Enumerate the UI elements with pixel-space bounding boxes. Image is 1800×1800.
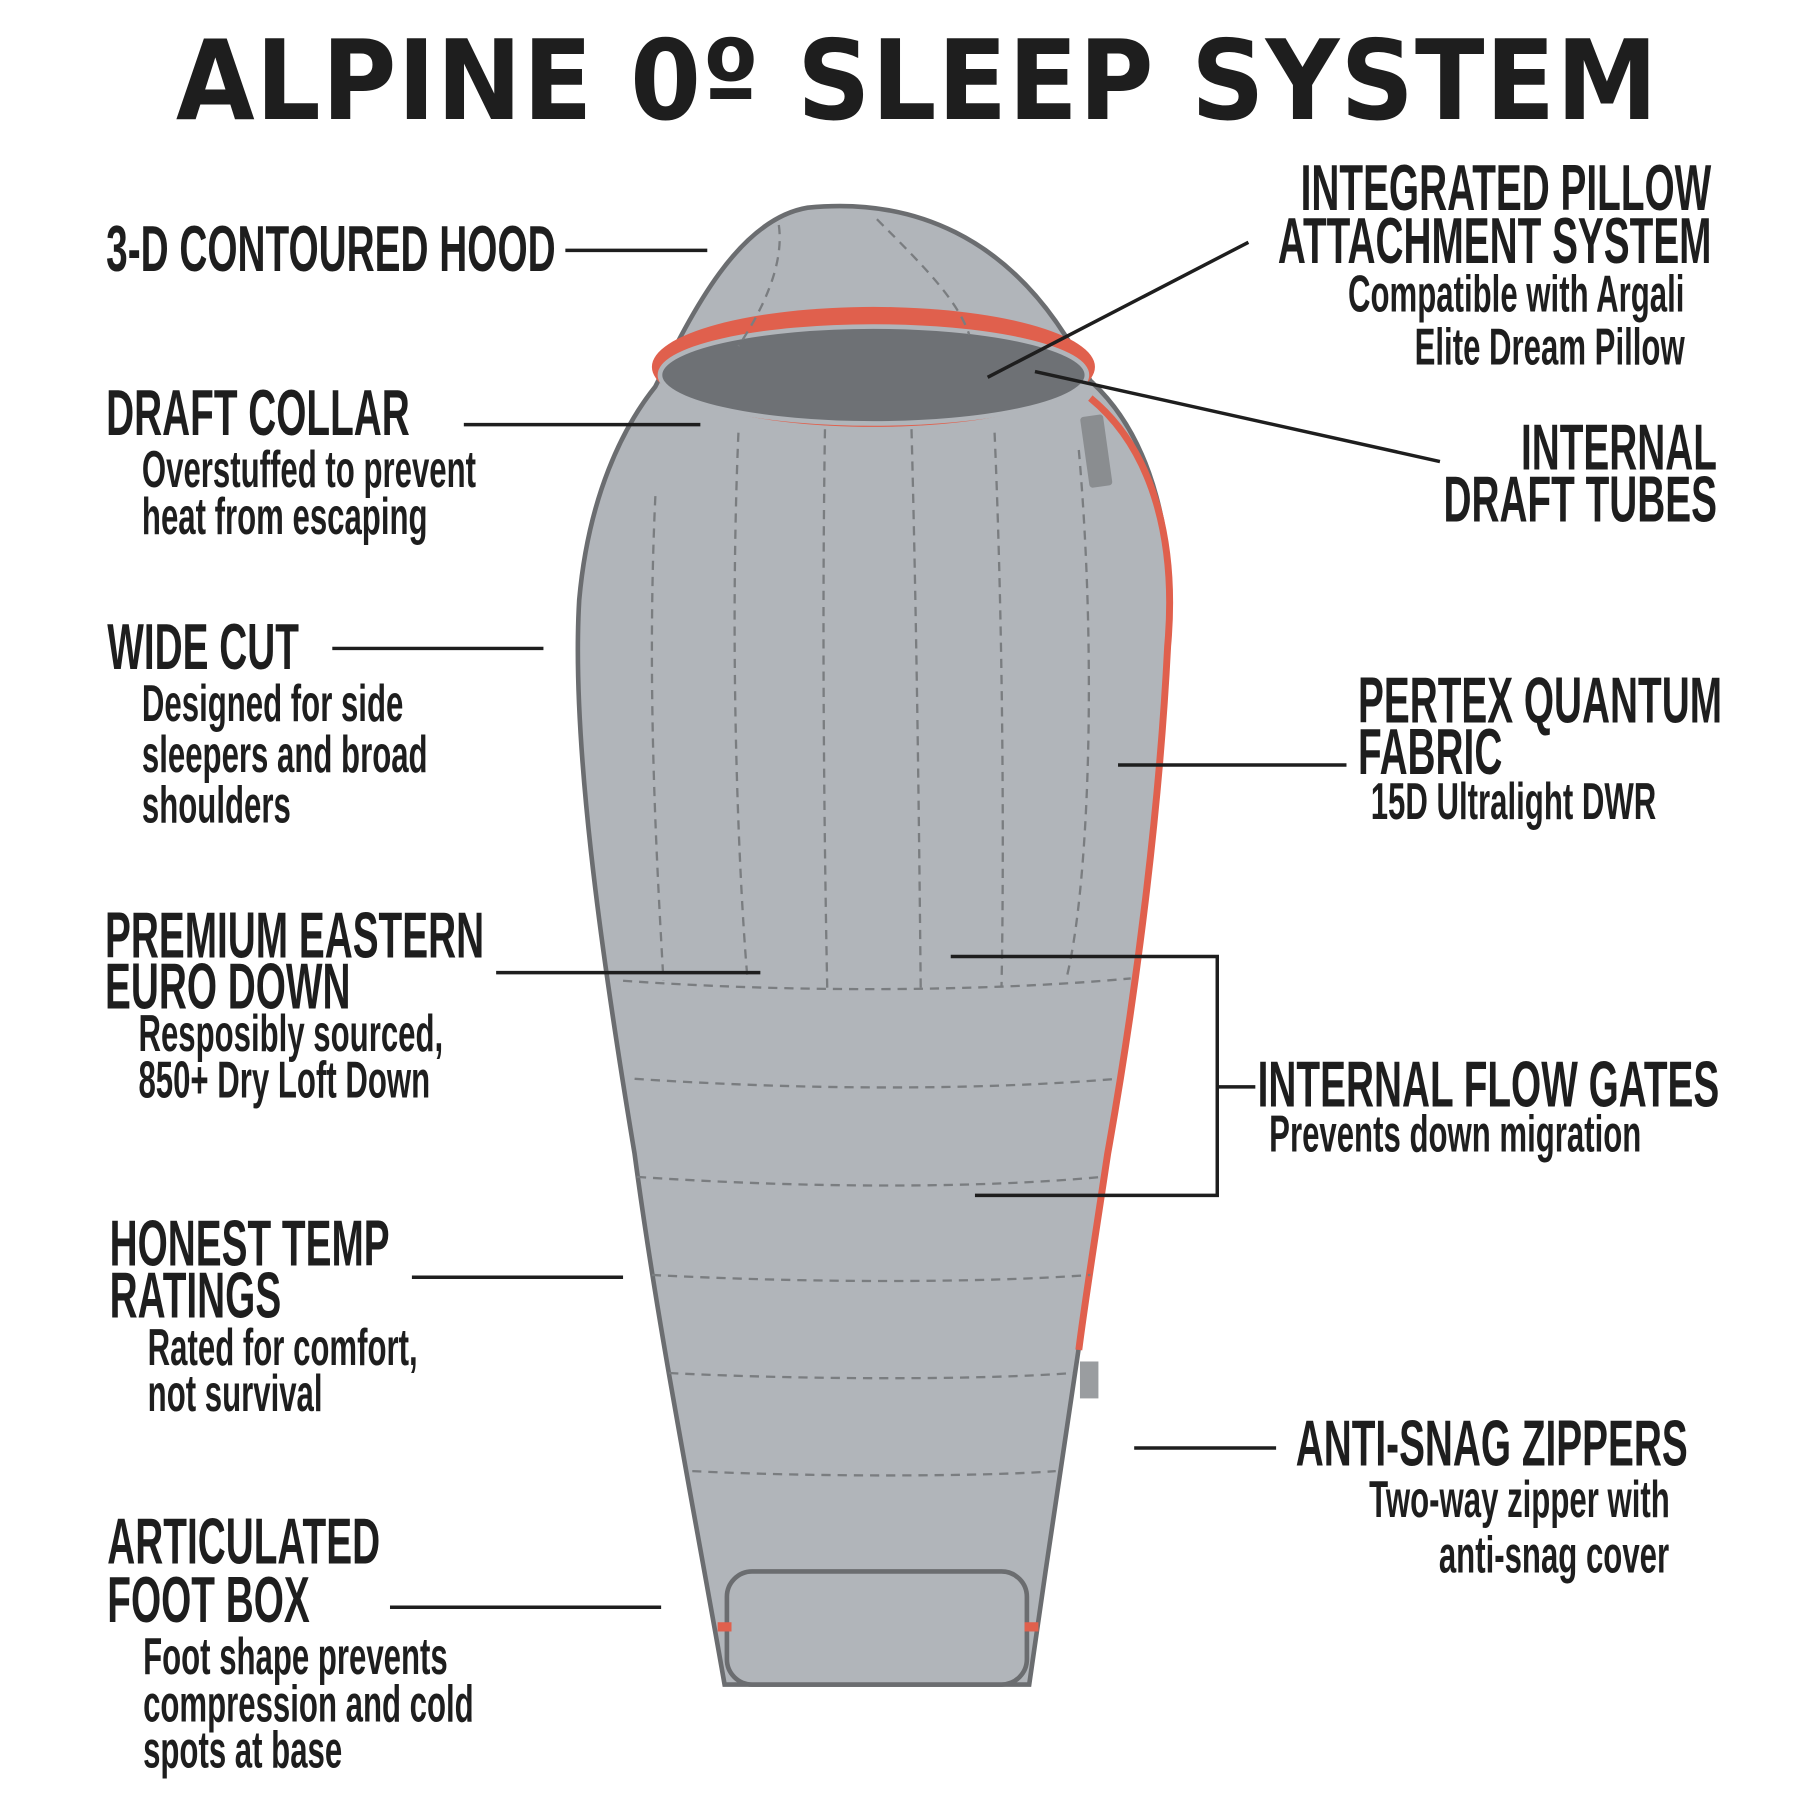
- leader-lines: [332, 240, 1441, 1609]
- label-down-2: EURO DOWN: [104, 949, 351, 1023]
- desc-flow-gates: Prevents down migration: [1269, 1104, 1642, 1164]
- desc-zippers-2: anti-snag cover: [1439, 1525, 1670, 1585]
- label-patch: [1079, 1361, 1099, 1399]
- label-foot-box-2: FOOT BOX: [107, 1563, 310, 1637]
- bag-body: [575, 203, 1172, 1687]
- sleeping-bag: [575, 203, 1174, 1687]
- label-foot-box-1: ARTICULATED: [107, 1504, 381, 1578]
- zipper: [1075, 395, 1174, 1351]
- desc-pillow-1: Compatible with Argali: [1348, 264, 1685, 324]
- label-flow-gates: INTERNAL FLOW GATES: [1257, 1047, 1720, 1121]
- desc-pertex: 15D Ultralight DWR: [1370, 771, 1657, 831]
- desc-down-1: Resposibly sourced,: [138, 1003, 444, 1063]
- desc-wide-cut-1: Designed for side: [141, 673, 404, 733]
- label-wide-cut: WIDE CUT: [107, 610, 299, 684]
- desc-wide-cut-3: shoulders: [141, 775, 291, 835]
- desc-draft-collar-1: Overstuffed to prevent: [141, 439, 477, 499]
- page-title: ALPINE 0º SLEEP SYSTEM: [175, 16, 1659, 146]
- label-draft-tubes-1: INTERNAL: [1520, 410, 1717, 484]
- desc-draft-collar-2: heat from escaping: [141, 486, 428, 546]
- label-draft-tubes-2: DRAFT TUBES: [1443, 462, 1717, 536]
- label-draft-collar: DRAFT COLLAR: [106, 376, 410, 449]
- label-hood: 3-D CONTOURED HOOD: [106, 212, 556, 285]
- label-pertex-1: PERTEX QUANTUM: [1358, 663, 1723, 737]
- desc-down-2: 850+ Dry Loft Down: [138, 1049, 431, 1109]
- brand-logo-patch: [1080, 414, 1113, 488]
- foot-box: [724, 1569, 1030, 1687]
- leader-pillow: [986, 240, 1250, 379]
- leader-draft-tubes: [1034, 369, 1441, 464]
- desc-foot-box-1: Foot shape prevents: [143, 1626, 448, 1686]
- label-down-1: PREMIUM EASTERN: [104, 898, 485, 972]
- label-temp-2: RATINGS: [109, 1258, 282, 1332]
- desc-pillow-2: Elite Dream Pillow: [1414, 317, 1685, 377]
- desc-wide-cut-2: sleepers and broad: [141, 724, 428, 784]
- desc-foot-box-3: spots at base: [143, 1720, 343, 1780]
- desc-temp-1: Rated for comfort,: [147, 1317, 418, 1377]
- leader-flow-gates: [950, 954, 1219, 1198]
- foot-zipper-tab-right: [1024, 1622, 1039, 1632]
- desc-zippers-1: Two-way zipper with: [1368, 1469, 1670, 1529]
- desc-foot-box-2: compression and cold: [143, 1674, 474, 1734]
- desc-temp-2: not survival: [147, 1363, 323, 1423]
- label-zippers: ANTI-SNAG ZIPPERS: [1295, 1406, 1688, 1480]
- label-temp-1: HONEST TEMP: [109, 1206, 390, 1280]
- baffle-stitching: [622, 218, 1131, 1477]
- label-pertex-2: FABRIC: [1358, 715, 1503, 789]
- foot-zipper-tab-left: [717, 1622, 732, 1632]
- hood-opening: [657, 324, 1090, 426]
- label-pillow-1: INTEGRATED PILLOW: [1300, 151, 1712, 224]
- label-pillow-2: ATTACHMENT SYSTEM: [1277, 204, 1712, 277]
